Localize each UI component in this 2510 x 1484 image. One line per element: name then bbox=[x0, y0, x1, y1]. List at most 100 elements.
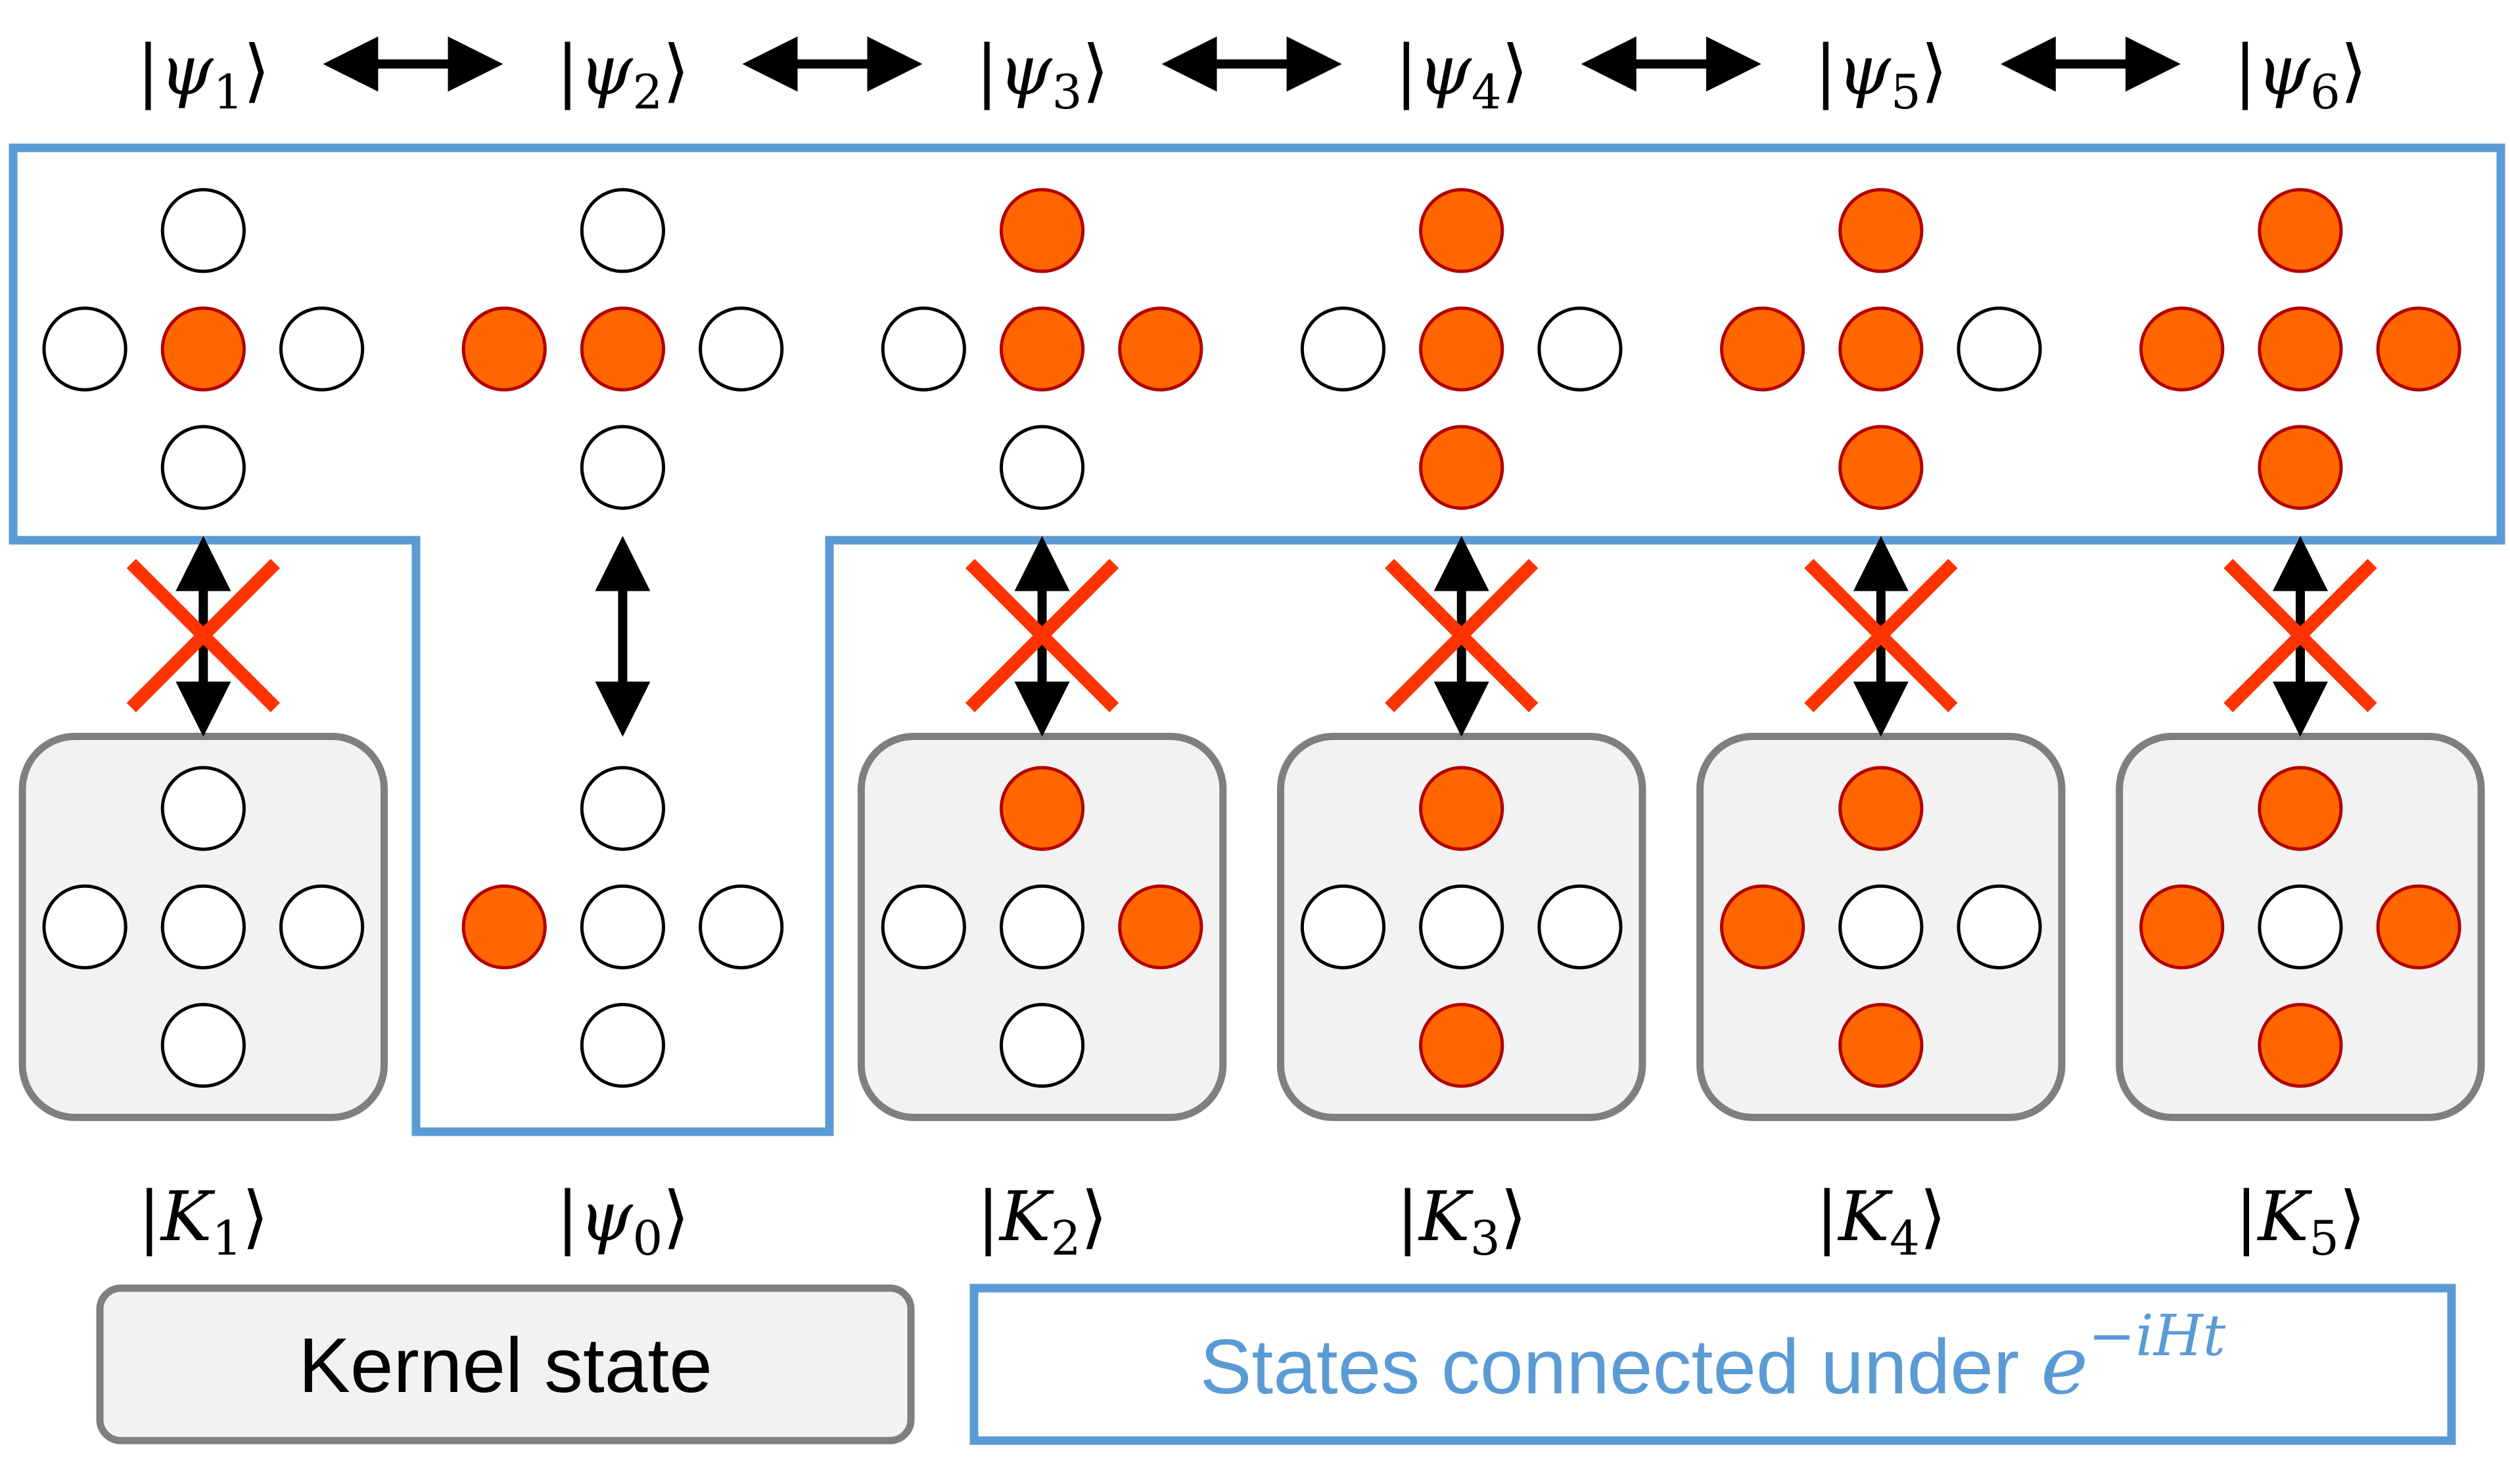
top-lattice-6 bbox=[2139, 188, 2461, 510]
empty-site-left bbox=[881, 884, 966, 969]
occupied-site-up bbox=[1419, 766, 1504, 851]
bottom-label-2: |ψ0⟩ bbox=[556, 1176, 689, 1266]
bottom-label-5-base: |K bbox=[1815, 1176, 1893, 1257]
empty-site-up bbox=[160, 188, 246, 273]
top-label-6: |ψ6⟩ bbox=[2233, 30, 2367, 120]
bottom-label-1-base: |K bbox=[138, 1176, 216, 1257]
bottom-lattice-4 bbox=[1300, 766, 1623, 1088]
cross-stroke bbox=[1385, 559, 1539, 712]
occupied-site-center bbox=[1419, 306, 1504, 392]
legend-connected-label: States connected under e−iHt bbox=[1200, 1303, 2226, 1412]
bottom-label-4-base: |K bbox=[1396, 1176, 1474, 1257]
top-label-3: |ψ3⟩ bbox=[975, 30, 1109, 120]
occupied-site-down bbox=[2258, 425, 2343, 510]
occupied-site-up bbox=[1838, 188, 1924, 273]
occupied-site-right bbox=[2376, 306, 2461, 392]
empty-site-left bbox=[42, 306, 128, 392]
bottom-label-2-base: |ψ bbox=[556, 1176, 634, 1257]
top-label-4-ket-end: ⟩ bbox=[1502, 30, 1529, 110]
top-label-5: |ψ5⟩ bbox=[1814, 30, 1947, 120]
occupied-site-center bbox=[160, 306, 246, 392]
top-label-1-ket-end: ⟩ bbox=[243, 30, 270, 110]
top-label-3-ket-end: ⟩ bbox=[1082, 30, 1109, 110]
occupied-site-up bbox=[999, 766, 1085, 851]
top-label-6-base: |ψ bbox=[2233, 30, 2311, 110]
bottom-label-1-ket-end: ⟩ bbox=[242, 1176, 269, 1257]
top-label-4: |ψ4⟩ bbox=[1395, 30, 1528, 120]
bottom-lattice-2 bbox=[461, 766, 784, 1088]
empty-site-center bbox=[580, 884, 666, 969]
occupied-site-left bbox=[1719, 884, 1805, 969]
blocked-cross-icon bbox=[2223, 559, 2377, 712]
bottom-row-lattices bbox=[42, 766, 2461, 1088]
connected-region-outline bbox=[9, 143, 2505, 1136]
bottom-label-3-ket-end: ⟩ bbox=[1081, 1176, 1108, 1257]
empty-site-left bbox=[881, 306, 966, 392]
top-label-6-ket-end: ⟩ bbox=[2340, 30, 2367, 110]
top-state-labels: |ψ1⟩|ψ2⟩|ψ3⟩|ψ4⟩|ψ5⟩|ψ6⟩ bbox=[137, 30, 2367, 120]
occupied-site-center bbox=[580, 306, 666, 392]
top-label-5-subscript: 5 bbox=[1891, 64, 1921, 120]
top-row-lattices bbox=[42, 188, 2461, 510]
bottom-label-5-ket-end: ⟩ bbox=[1920, 1176, 1947, 1257]
occupied-site-down bbox=[1838, 425, 1924, 510]
occupied-site-up bbox=[1838, 766, 1924, 851]
empty-site-right bbox=[1957, 884, 2042, 969]
top-label-3-subscript: 3 bbox=[1052, 64, 1082, 120]
top-label-2-ket-end: ⟩ bbox=[662, 30, 689, 110]
bottom-label-6: |K5⟩ bbox=[2235, 1176, 2365, 1266]
top-lattice-4 bbox=[1300, 188, 1623, 510]
legend-operator-exponent: −iHt bbox=[2088, 1303, 2226, 1369]
bottom-label-6-ket-end: ⟩ bbox=[2339, 1176, 2366, 1257]
blocked-cross-icon bbox=[1804, 559, 1958, 712]
empty-site-down bbox=[580, 1002, 666, 1088]
bottom-label-3-base: |K bbox=[977, 1176, 1054, 1257]
empty-site-center bbox=[1838, 884, 1924, 969]
bottom-label-3-subscript: 2 bbox=[1051, 1211, 1081, 1266]
blocked-cross-icon bbox=[126, 559, 280, 712]
occupied-site-up bbox=[999, 188, 1085, 273]
occupied-site-right bbox=[1118, 306, 1203, 392]
bottom-label-4-ket-end: ⟩ bbox=[1500, 1176, 1527, 1257]
vertical-links bbox=[126, 536, 2377, 737]
empty-site-up bbox=[580, 766, 666, 851]
top-label-3-base: |ψ bbox=[975, 30, 1053, 110]
occupied-site-up bbox=[2258, 188, 2343, 273]
empty-site-down bbox=[160, 1002, 246, 1088]
empty-site-center bbox=[160, 884, 246, 969]
bottom-label-4: |K3⟩ bbox=[1396, 1176, 1527, 1266]
occupied-site-left bbox=[2139, 884, 2225, 969]
legend-kernel-label: Kernel state bbox=[298, 1322, 712, 1409]
top-label-1-subscript: 1 bbox=[213, 64, 243, 120]
occupied-site-up bbox=[1419, 188, 1504, 273]
empty-site-right bbox=[279, 306, 365, 392]
empty-site-left bbox=[1300, 306, 1386, 392]
empty-site-up bbox=[580, 188, 666, 273]
bottom-lattice-3 bbox=[881, 766, 1203, 1088]
empty-site-down bbox=[999, 425, 1085, 510]
top-lattice-1 bbox=[42, 188, 365, 510]
empty-site-right bbox=[1537, 306, 1623, 392]
empty-site-left bbox=[42, 884, 128, 969]
empty-site-right bbox=[699, 306, 784, 392]
occupied-site-center bbox=[2258, 306, 2343, 392]
occupied-site-down bbox=[1838, 1002, 1924, 1088]
occupied-site-center bbox=[999, 306, 1085, 392]
bottom-label-1-subscript: 1 bbox=[212, 1211, 242, 1266]
bottom-label-3: |K2⟩ bbox=[977, 1176, 1107, 1266]
blocked-cross-icon bbox=[965, 559, 1119, 712]
bottom-label-2-subscript: 0 bbox=[633, 1211, 663, 1266]
empty-site-up bbox=[160, 766, 246, 851]
bottom-label-5-subscript: 4 bbox=[1890, 1211, 1920, 1266]
occupied-site-up bbox=[2258, 766, 2343, 851]
legend-connected-prefix: States connected under bbox=[1200, 1324, 2041, 1410]
empty-site-center bbox=[999, 884, 1085, 969]
top-lattice-5 bbox=[1719, 188, 2042, 510]
bottom-lattice-5 bbox=[1719, 766, 2042, 1088]
bottom-label-6-subscript: 5 bbox=[2309, 1211, 2339, 1266]
top-label-2-base: |ψ bbox=[556, 30, 634, 110]
bottom-lattice-6 bbox=[2139, 766, 2461, 1088]
legend-kernel-box bbox=[96, 1284, 915, 1445]
empty-site-down bbox=[580, 425, 666, 510]
